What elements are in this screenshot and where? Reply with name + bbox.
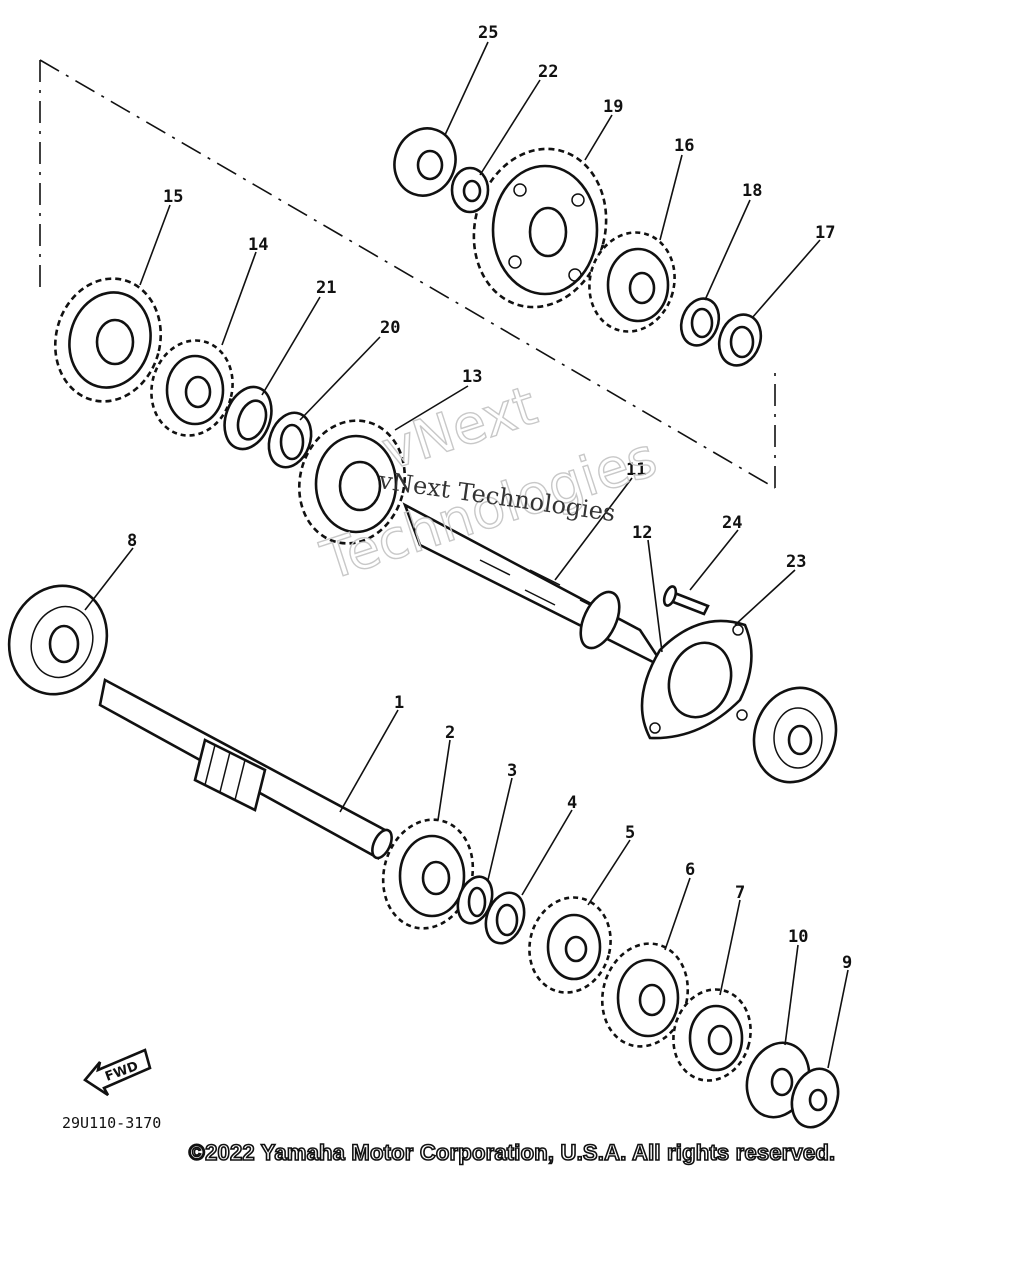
- callout-14: 14: [248, 235, 268, 255]
- callout-18: 18: [742, 181, 762, 201]
- part-1-main-axle[interactable]: [98, 678, 396, 861]
- part-17-circlip[interactable]: [712, 309, 767, 372]
- part-14-gear[interactable]: [141, 331, 243, 444]
- part-8-bearing[interactable]: [0, 572, 122, 708]
- forward-direction-indicator: FWD: [83, 1048, 152, 1097]
- callout-5: 5: [625, 823, 635, 843]
- callout-7: 7: [735, 883, 745, 903]
- callout-20: 20: [380, 318, 400, 338]
- part-7-gear[interactable]: [663, 981, 760, 1090]
- callout-labels: 25 22 19 16 18 17 15 14 21 20 13 11 12 2…: [127, 23, 852, 973]
- copyright-text: ©2022 Yamaha Motor Corporation, U.S.A. A…: [188, 1139, 836, 1166]
- callout-19: 19: [603, 97, 623, 117]
- callout-17: 17: [815, 223, 835, 243]
- part-24-screw[interactable]: [662, 585, 710, 616]
- callout-23: 23: [786, 552, 806, 572]
- part-23-bearing-retainer[interactable]: [640, 619, 753, 740]
- callout-4: 4: [567, 793, 577, 813]
- callout-9: 9: [842, 953, 852, 973]
- callout-13: 13: [462, 367, 482, 387]
- part-20-circlip[interactable]: [262, 407, 319, 473]
- callout-22: 22: [538, 62, 558, 82]
- part-5-gear[interactable]: [519, 888, 621, 1001]
- copyright-notice: ©2022 Yamaha Motor Corporation, U.S.A. A…: [0, 1139, 1024, 1166]
- part-4-washer[interactable]: [479, 887, 531, 948]
- callout-leaders: [84, 41, 849, 1069]
- part-21-washer[interactable]: [216, 380, 279, 455]
- callout-11: 11: [626, 460, 646, 480]
- callout-21: 21: [316, 278, 336, 298]
- callout-12: 12: [632, 523, 652, 543]
- part-13-gear[interactable]: [286, 409, 419, 556]
- callout-10: 10: [788, 927, 808, 947]
- part-25-bearing[interactable]: [385, 120, 465, 204]
- callout-24: 24: [722, 513, 742, 533]
- part-18-washer[interactable]: [675, 293, 725, 350]
- callout-25: 25: [478, 23, 498, 43]
- part-22-washer[interactable]: [450, 166, 490, 214]
- callout-15: 15: [163, 187, 183, 207]
- callout-8: 8: [127, 531, 137, 551]
- callout-1: 1: [394, 693, 404, 713]
- callout-3: 3: [507, 761, 517, 781]
- part-9-collar[interactable]: [784, 1062, 846, 1133]
- part-bearing-right[interactable]: [741, 676, 849, 794]
- part-19-gear[interactable]: [457, 134, 624, 322]
- part-15-gear[interactable]: [42, 267, 175, 414]
- callout-2: 2: [445, 723, 455, 743]
- part-16-gear[interactable]: [578, 223, 685, 341]
- drawing-code: 29U110-3170: [62, 1114, 161, 1132]
- part-2-gear[interactable]: [371, 809, 484, 938]
- group-boundary-line: [39, 59, 776, 489]
- callout-6: 6: [685, 860, 695, 880]
- callout-16: 16: [674, 136, 694, 156]
- part-3-circlip[interactable]: [452, 872, 498, 928]
